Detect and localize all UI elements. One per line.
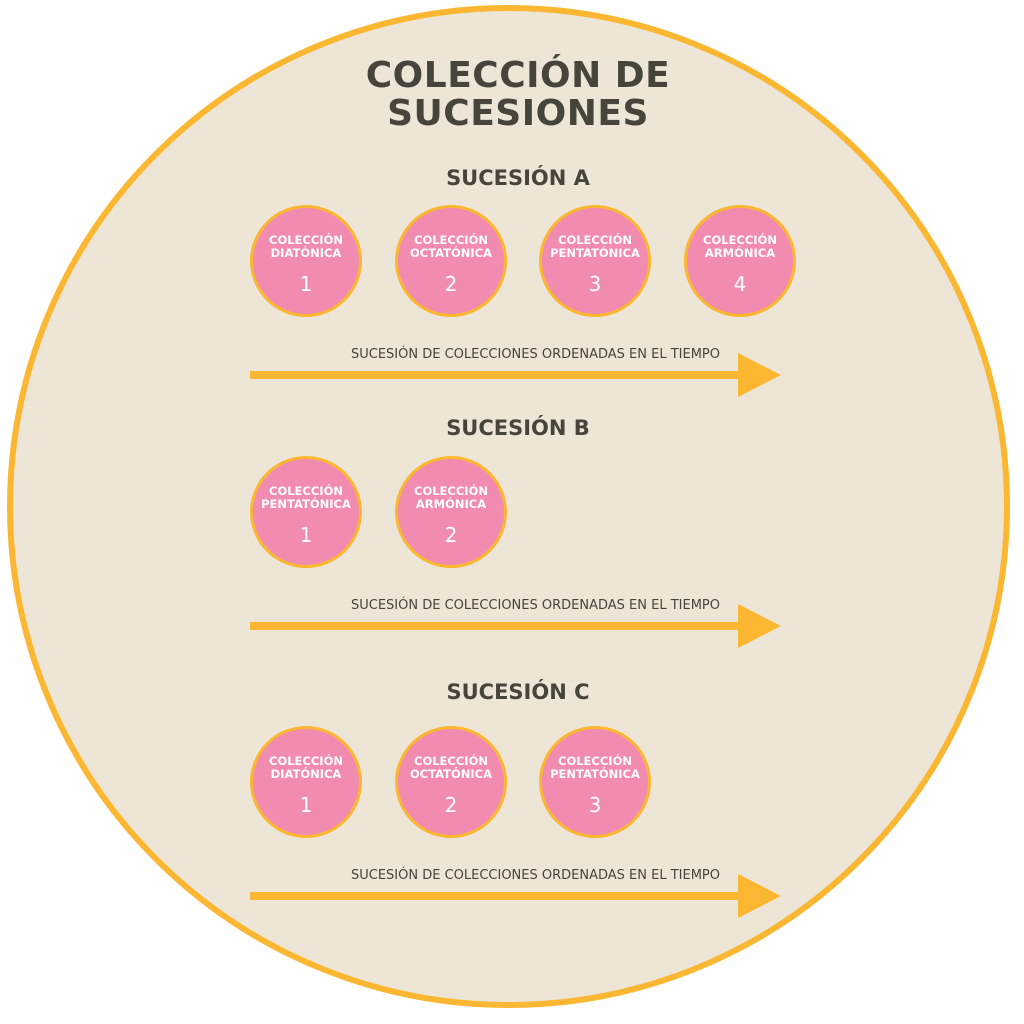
sequence-b-heading: SUCESIÓN B [446, 416, 590, 440]
sequence-a-node-3: COLECCIÓN PENTATÓNICA 3 [539, 205, 651, 317]
node-number: 2 [444, 793, 458, 817]
node-label: COLECCIÓN DIATÓNICA [269, 754, 343, 781]
node-label: COLECCIÓN PENTATÓNICA [261, 484, 351, 511]
node-label: COLECCIÓN PENTATÓNICA [550, 754, 640, 781]
sequence-b-node-2: COLECCIÓN ARMÓNICA 2 [395, 456, 507, 568]
sequence-a-node-4: COLECCIÓN ARMÓNICA 4 [684, 205, 796, 317]
node-label: COLECCIÓN OCTATÓNICA [409, 754, 493, 781]
node-number: 2 [444, 272, 458, 296]
diagram-title-line-1: COLECCIÓN DE [365, 55, 671, 96]
node-number: 3 [588, 272, 602, 296]
node-number: 1 [299, 523, 313, 547]
node-number: 4 [733, 272, 747, 296]
node-number: 1 [299, 272, 313, 296]
sequence-c-heading: SUCESIÓN C [446, 680, 590, 704]
node-label: COLECCIÓN OCTATÓNICA [409, 233, 493, 260]
sequence-a-node-1: COLECCIÓN DIATÓNICA 1 [250, 205, 362, 317]
node-label: COLECCIÓN DIATÓNICA [269, 233, 343, 260]
sequence-c-node-1: COLECCIÓN DIATÓNICA 1 [250, 726, 362, 838]
sequence-c-arrow-label: SUCESIÓN DE COLECCIONES ORDENADAS EN EL … [350, 868, 720, 883]
node-number: 2 [444, 523, 458, 547]
sequence-a-time-arrow [250, 353, 781, 397]
node-label: COLECCIÓN ARMÓNICA [703, 233, 777, 260]
sequence-c-node-2: COLECCIÓN OCTATÓNICA 2 [395, 726, 507, 838]
node-number: 3 [588, 793, 602, 817]
node-label: COLECCIÓN ARMÓNICA [414, 484, 488, 511]
sequence-c-time-arrow [250, 874, 781, 918]
sequence-c-node-3: COLECCIÓN PENTATÓNICA 3 [539, 726, 651, 838]
node-number: 1 [299, 793, 313, 817]
sequence-b-time-arrow [250, 604, 781, 648]
sequence-a-arrow-label: SUCESIÓN DE COLECCIONES ORDENADAS EN EL … [350, 347, 720, 362]
outer-circle [7, 5, 1010, 1008]
sequence-a-heading: SUCESIÓN A [446, 166, 590, 190]
sequence-b-node-1: COLECCIÓN PENTATÓNICA 1 [250, 456, 362, 568]
sequence-a-node-2: COLECCIÓN OCTATÓNICA 2 [395, 205, 507, 317]
sequence-b-arrow-label: SUCESIÓN DE COLECCIONES ORDENADAS EN EL … [350, 598, 720, 613]
diagram-title-line-2: SUCESIONES [387, 93, 649, 134]
node-label: COLECCIÓN PENTATÓNICA [550, 233, 640, 260]
